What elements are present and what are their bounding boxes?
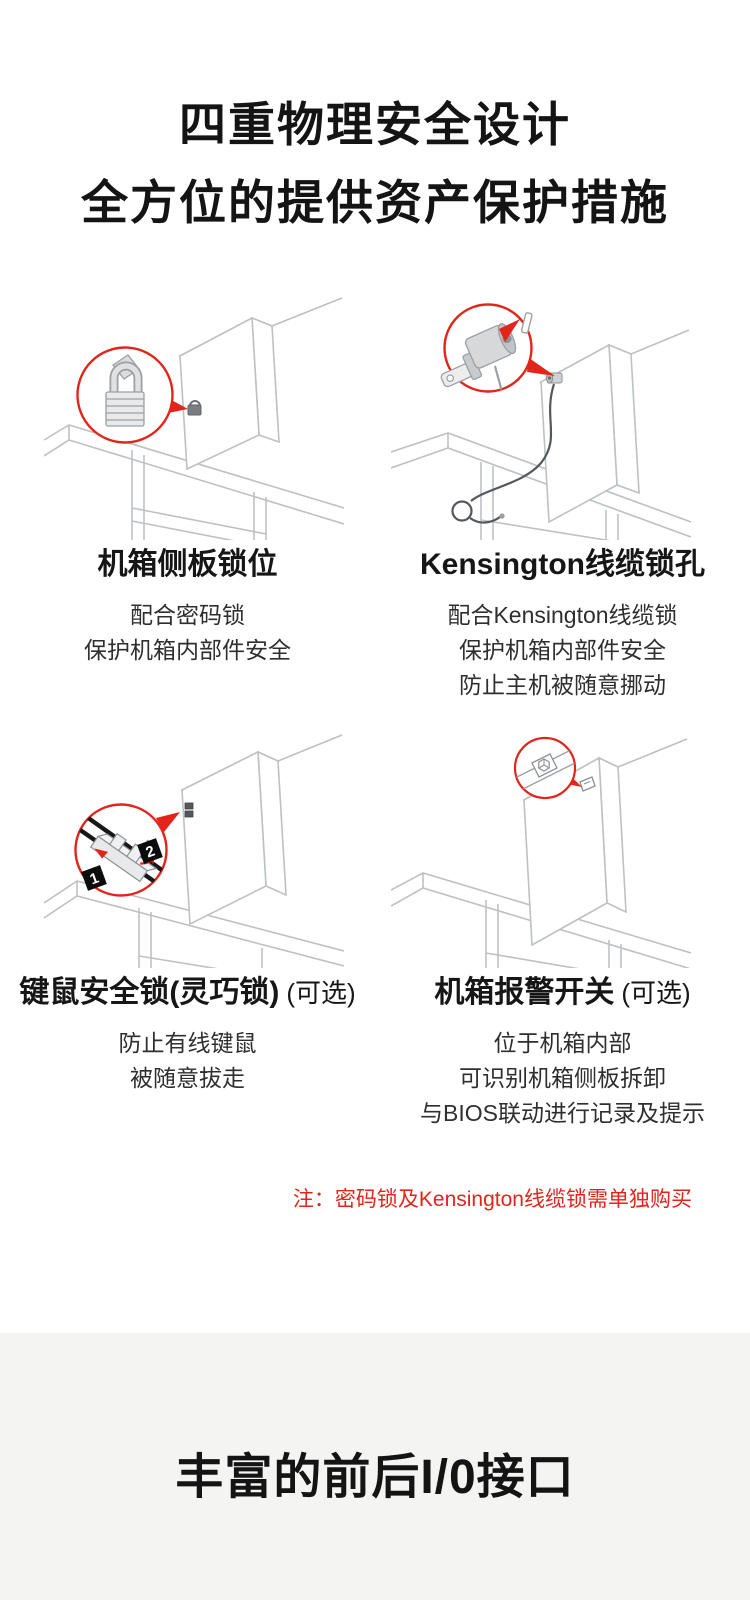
feature-title: Kensington线缆锁孔 bbox=[420, 548, 705, 581]
alarm-switch-icon bbox=[531, 753, 558, 778]
feature-title: 机箱侧板锁位 bbox=[97, 548, 278, 581]
feature-desc: 防止有线键鼠 被随意拔走 bbox=[0, 1026, 375, 1096]
desc-line: 防止有线键鼠 bbox=[118, 1030, 257, 1056]
insert-arrow-icon bbox=[499, 319, 520, 342]
io-section-title: 丰富的前后I/0接口 bbox=[175, 1451, 575, 1504]
lock-slot-icon bbox=[520, 312, 533, 334]
security-cable bbox=[451, 383, 556, 524]
tower-pc bbox=[180, 734, 343, 926]
kensington-lock-illustration bbox=[391, 303, 691, 540]
feature-card-smart-lock: 1 2 键鼠安全锁(灵巧锁)(可选) 防止有线键鼠 被随意拔走 bbox=[0, 718, 375, 1131]
desc-line: 配合Kensington线缆锁 bbox=[447, 602, 678, 628]
desc-line: 防止主机被随意挪动 bbox=[459, 672, 666, 698]
switch-clip-icon bbox=[579, 776, 596, 792]
feature-title: 键鼠安全锁(灵巧锁)(可选) bbox=[19, 976, 356, 1009]
step-label-2: 2 bbox=[137, 838, 163, 864]
desk bbox=[44, 424, 344, 540]
page-title-line1: 四重物理安全设计 bbox=[179, 98, 571, 151]
desc-line: 配合密码锁 bbox=[130, 602, 245, 628]
desc-line: 位于机箱内部 bbox=[493, 1030, 632, 1056]
feature-desc: 位于机箱内部 可识别机箱侧板拆卸 与BIOS联动进行记录及提示 bbox=[375, 1026, 750, 1131]
feature-card-alarm-switch: 机箱报警开关(可选) 位于机箱内部 可识别机箱侧板拆卸 与BIOS联动进行记录及… bbox=[375, 718, 750, 1131]
feature-grid: 机箱侧板锁位 配合密码锁 保护机箱内部件安全 bbox=[0, 290, 750, 1131]
tower-pc bbox=[178, 297, 343, 471]
desc-line: 与BIOS联动进行记录及提示 bbox=[420, 1100, 705, 1126]
desk bbox=[391, 872, 691, 968]
feature-title: 机箱报警开关(可选) bbox=[434, 976, 691, 1009]
desc-line: 可识别机箱侧板拆卸 bbox=[459, 1065, 666, 1091]
io-section: 丰富的前后I/0接口 bbox=[0, 1333, 750, 1600]
smart-lock-illustration: 1 2 bbox=[44, 734, 344, 968]
tower-pc bbox=[539, 329, 690, 524]
page-title-line2: 全方位的提供资产保护措施 bbox=[81, 176, 669, 229]
desc-line: 被随意拔走 bbox=[130, 1065, 245, 1091]
callout-arrow-icon bbox=[156, 812, 180, 832]
section-header: 四重物理安全设计 全方位的提供资产保护措施 bbox=[0, 0, 750, 242]
feature-card-side-panel-lock: 机箱侧板锁位 配合密码锁 保护机箱内部件安全 bbox=[0, 290, 375, 703]
chassis-lock-icon bbox=[187, 400, 202, 416]
alarm-switch-illustration bbox=[391, 736, 691, 968]
usb-port-icon bbox=[184, 802, 194, 818]
padlock-icon bbox=[105, 354, 145, 427]
feature-desc: 配合Kensington线缆锁 保护机箱内部件安全 防止主机被随意挪动 bbox=[375, 598, 750, 703]
desc-line: 保护机箱内部件安全 bbox=[84, 637, 291, 663]
lock-cable-stub bbox=[493, 365, 505, 392]
cable-tip bbox=[499, 513, 505, 519]
side-panel-lock-illustration bbox=[44, 297, 344, 540]
callout-arrow-icon bbox=[527, 358, 555, 376]
desc-line: 保护机箱内部件安全 bbox=[459, 637, 666, 663]
step-label-1: 1 bbox=[81, 865, 107, 891]
purchase-note: 注：密码锁及Kensington线缆锁需单独购买 bbox=[292, 1188, 692, 1211]
desk bbox=[391, 432, 691, 540]
feature-card-kensington: Kensington线缆锁孔 配合Kensington线缆锁 保护机箱内部件安全… bbox=[375, 290, 750, 703]
feature-desc: 配合密码锁 保护机箱内部件安全 bbox=[0, 598, 375, 668]
desk bbox=[44, 880, 344, 968]
